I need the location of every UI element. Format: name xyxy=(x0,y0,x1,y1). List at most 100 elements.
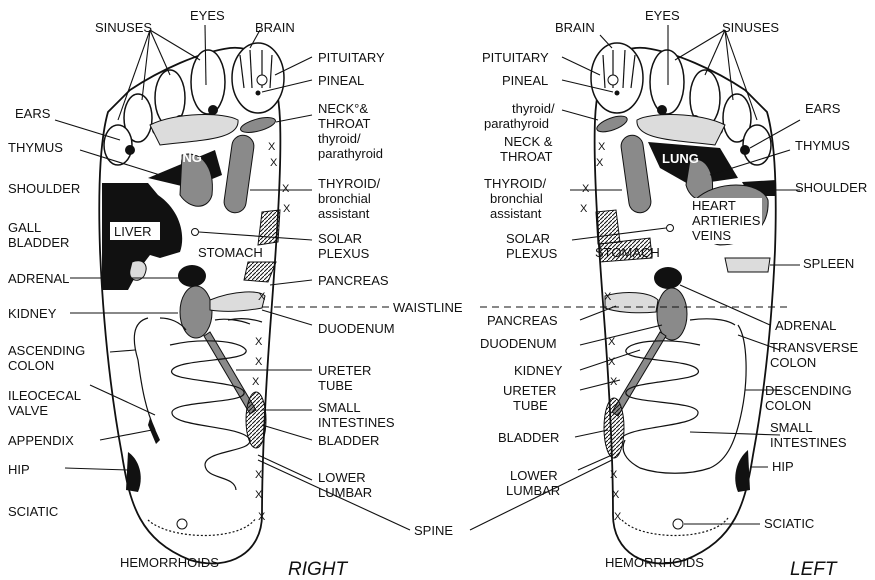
label-left-small-int-1: SMALL xyxy=(770,420,813,435)
svg-text:X: X xyxy=(610,469,618,481)
label-left-thymus: THYMUS xyxy=(795,138,850,153)
label-left-neck-2: THROAT xyxy=(500,149,553,164)
svg-text:X: X xyxy=(268,141,276,153)
svg-text:X: X xyxy=(255,356,263,368)
left-bladder xyxy=(604,398,624,458)
center-labels: WAISTLINE SPINE xyxy=(393,300,463,538)
svg-text:X: X xyxy=(580,203,588,215)
label-left-descending-1: DESCENDING xyxy=(765,383,852,398)
left-toe-5 xyxy=(743,125,771,165)
label-left-eyes: EYES xyxy=(645,8,680,23)
label-left-solar-1: SOLAR xyxy=(506,231,550,246)
svg-text:X: X xyxy=(282,183,290,195)
label-left-sciatic: SCIATIC xyxy=(764,516,814,531)
label-right-small-int-2: INTESTINES xyxy=(318,415,395,430)
label-left-transverse-1: TRANSVERSE xyxy=(770,340,858,355)
svg-text:X: X xyxy=(283,203,291,215)
title-left-foot: LEFT xyxy=(790,559,838,580)
label-left-sinuses: SINUSES xyxy=(722,20,779,35)
label-left-stomach: STOMACH xyxy=(595,245,660,260)
label-left-pancreas: PANCREAS xyxy=(487,313,558,328)
left-kidney xyxy=(657,288,687,340)
label-right-stomach: STOMACH xyxy=(198,245,263,260)
label-left-lumbar-1: LOWER xyxy=(510,468,558,483)
label-right-kidney: KIDNEY xyxy=(8,306,57,321)
svg-text:X: X xyxy=(596,157,604,169)
svg-text:X: X xyxy=(582,183,590,195)
label-left-adrenal: ADRENAL xyxy=(775,318,836,333)
label-right-ascending-1: ASCENDING xyxy=(8,343,85,358)
label-left-thyroid-para-1: thyroid/ xyxy=(512,101,555,116)
label-left-thyroid-para-2: parathyroid xyxy=(484,116,549,131)
label-right-lumbar-1: LOWER xyxy=(318,470,366,485)
label-left-small-int-2: INTESTINES xyxy=(770,435,847,450)
left-pineal-point xyxy=(615,91,620,96)
label-right-ears: EARS xyxy=(15,106,51,121)
label-left-pituitary: PITUITARY xyxy=(482,50,549,65)
label-right-gall-1: GALL xyxy=(8,220,41,235)
title-right-foot: RIGHT xyxy=(288,559,349,580)
label-right-bladder: BLADDER xyxy=(318,433,379,448)
label-left-kidney: KIDNEY xyxy=(514,363,563,378)
svg-text:X: X xyxy=(270,157,278,169)
label-left-pineal: PINEAL xyxy=(502,73,548,88)
label-right-ureter-2: TUBE xyxy=(318,378,353,393)
svg-text:X: X xyxy=(604,291,612,303)
right-stomach-upper xyxy=(258,210,280,245)
label-right-thyroid-bronch-2: bronchial xyxy=(318,191,371,206)
left-toe-2 xyxy=(650,50,684,114)
left-stomach-upper xyxy=(596,210,620,244)
label-right-lumbar-2: LUMBAR xyxy=(318,485,372,500)
label-right-eyes: EYES xyxy=(190,8,225,23)
label-right-hemorrhoids: HEMORRHOIDS xyxy=(120,555,219,570)
label-right-pineal: PINEAL xyxy=(318,73,364,88)
label-right-gall-2: BLADDER xyxy=(8,235,69,250)
right-bladder xyxy=(246,392,266,448)
label-right-liver: LIVER xyxy=(114,224,152,239)
label-right-neck-1: NECK°& xyxy=(318,101,368,116)
label-right-duodenum: DUODENUM xyxy=(318,321,395,336)
label-right-ileocecal-2: VALVE xyxy=(8,403,48,418)
right-sciatic-point xyxy=(177,519,187,529)
label-left-ureter-2: TUBE xyxy=(513,398,548,413)
label-left-bladder: BLADDER xyxy=(498,430,559,445)
label-right-lung: LUNG xyxy=(165,150,202,165)
label-left-neck-1: NECK & xyxy=(504,134,553,149)
label-left-heart-3: VEINS xyxy=(692,228,731,243)
svg-text:X: X xyxy=(255,489,263,501)
label-right-solar-1: SOLAR xyxy=(318,231,362,246)
label-left-hemorrhoids: HEMORRHOIDS xyxy=(605,555,704,570)
label-left-thyroid-bronch-1: THYROID/ xyxy=(484,176,547,191)
label-left-transverse-2: COLON xyxy=(770,355,816,370)
label-left-shoulder: SHOULDER xyxy=(795,180,867,195)
label-right-thyroid-bronch-3: assistant xyxy=(318,206,370,221)
label-right-pituitary: PITUITARY xyxy=(318,50,385,65)
left-spleen xyxy=(725,258,770,272)
svg-text:X: X xyxy=(255,469,263,481)
right-pineal-point xyxy=(256,91,261,96)
label-right-sciatic: SCIATIC xyxy=(8,504,58,519)
label-right-hip: HIP xyxy=(8,462,30,477)
label-right-pancreas: PANCREAS xyxy=(318,273,389,288)
label-right-neck-2: THROAT xyxy=(318,116,371,131)
svg-text:X: X xyxy=(612,489,620,501)
label-left-lumbar-2: LUMBAR xyxy=(506,483,560,498)
label-left-solar-2: PLEXUS xyxy=(506,246,558,261)
label-right-thyroid-para-1: thyroid/ xyxy=(318,131,361,146)
label-left-thyroid-bronch-3: assistant xyxy=(490,206,542,221)
svg-text:X: X xyxy=(598,141,606,153)
right-pituitary-point xyxy=(257,75,267,85)
right-kidney xyxy=(180,286,212,338)
label-right-thyroid-bronch-1: THYROID/ xyxy=(318,176,381,191)
label-left-descending-2: COLON xyxy=(765,398,811,413)
right-foot: XX XX XX XX XX X xyxy=(99,43,291,563)
label-right-appendix: APPENDIX xyxy=(8,433,74,448)
left-pituitary-point xyxy=(608,75,618,85)
label-right-small-int-1: SMALL xyxy=(318,400,361,415)
label-left-ureter-1: URETER xyxy=(503,383,556,398)
left-foot: XX XX XX XX XX X xyxy=(580,43,776,563)
label-right-sinuses: SINUSES xyxy=(95,20,152,35)
right-adrenal xyxy=(178,265,206,287)
